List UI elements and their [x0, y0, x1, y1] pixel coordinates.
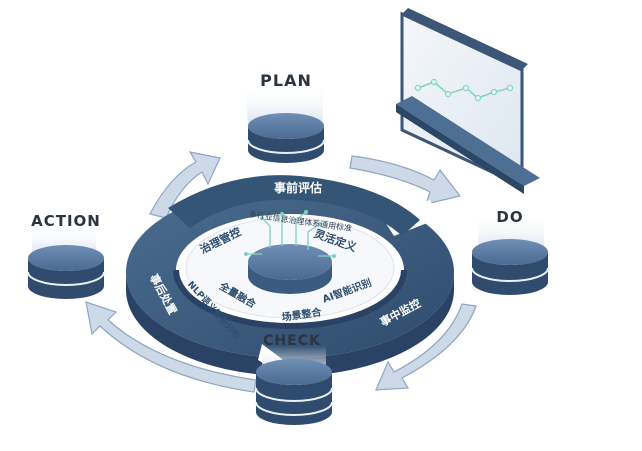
- stage-label-action: ACTION: [31, 212, 101, 230]
- stage-label-check: CHECK: [263, 333, 321, 349]
- check-disk: [255, 359, 333, 425]
- action-disk: [27, 245, 105, 299]
- circuit-icon: [246, 211, 334, 257]
- ring-label-pre: 事前评估: [274, 180, 322, 195]
- stage-disk-icon: [27, 113, 549, 425]
- do-disk: [471, 239, 549, 295]
- monitor-icon: [396, 8, 540, 194]
- plan-disk: [247, 113, 325, 163]
- cycle-arrow-icon: [85, 151, 477, 393]
- stage-label-do: DO: [496, 208, 523, 226]
- inner-circle: [185, 217, 395, 319]
- stage-label-plan: PLAN: [260, 71, 312, 90]
